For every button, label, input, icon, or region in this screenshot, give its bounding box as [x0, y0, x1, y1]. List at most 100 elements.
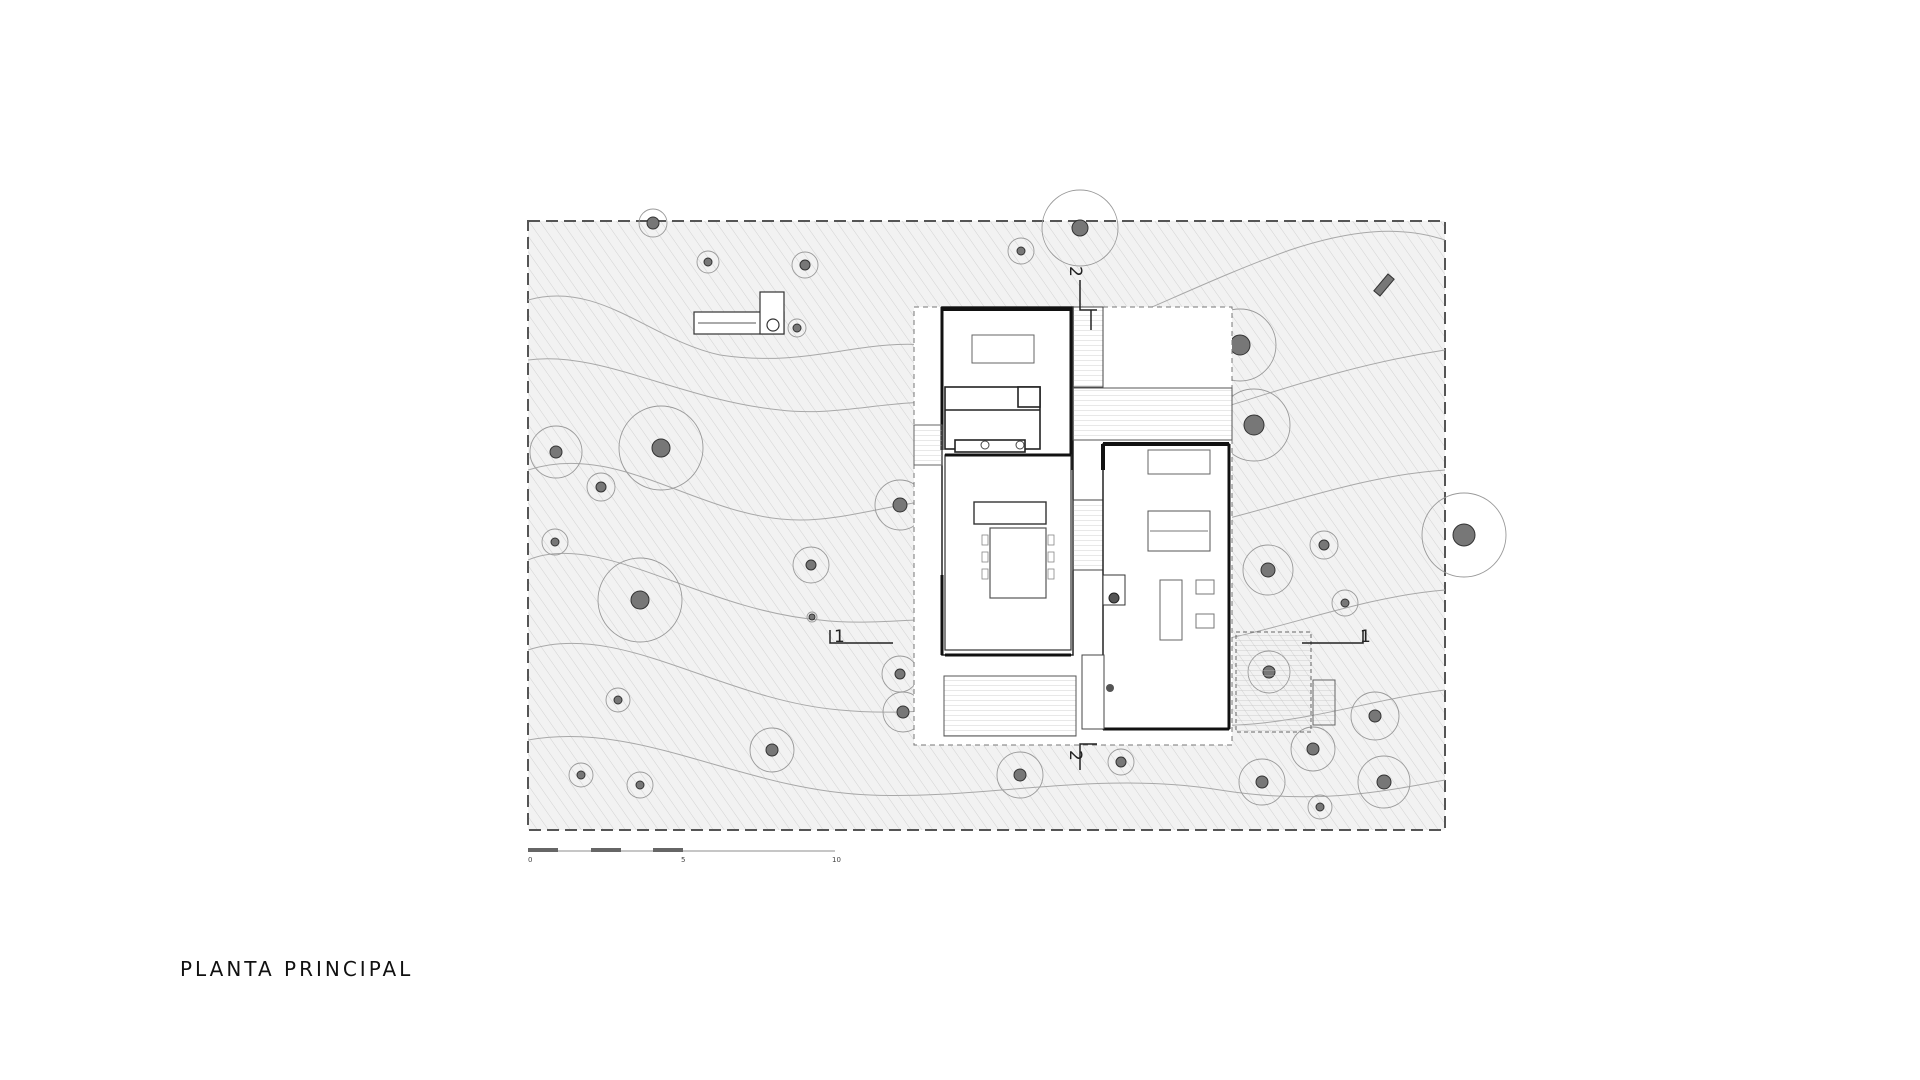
tree	[605, 687, 631, 713]
tree-canopy	[749, 727, 795, 773]
tree-trunk	[894, 668, 906, 680]
sofa	[1147, 449, 1211, 475]
tree	[996, 751, 1044, 799]
washbasin	[980, 440, 990, 450]
tree	[1041, 189, 1119, 267]
tree-trunk	[799, 259, 811, 271]
tree-canopy	[1309, 530, 1339, 560]
tree	[529, 425, 583, 479]
tree-canopy	[1238, 758, 1286, 806]
tree	[1107, 748, 1135, 776]
tree	[1242, 544, 1294, 596]
tree	[1421, 492, 1507, 578]
tree-canopy	[1242, 544, 1294, 596]
stairs-north	[1072, 306, 1104, 388]
fireplace	[1102, 574, 1126, 606]
tree-trunk	[808, 613, 816, 621]
tree-trunk	[630, 590, 650, 610]
tree-canopy	[1350, 691, 1400, 741]
tree-trunk	[1016, 246, 1026, 256]
tree	[1290, 726, 1336, 772]
tree	[626, 771, 654, 799]
tree-trunk	[765, 743, 779, 757]
tree-canopy	[791, 251, 819, 279]
tree-trunk	[1376, 774, 1392, 790]
tree-trunk	[792, 323, 802, 333]
tree-trunk	[703, 257, 713, 267]
tree-canopy	[1357, 755, 1411, 809]
tree-trunk	[613, 695, 623, 705]
tree-canopy	[1290, 726, 1336, 772]
tree	[597, 557, 683, 643]
terrace-north	[1072, 387, 1233, 441]
tree-trunk	[1071, 219, 1089, 237]
steps-west	[913, 424, 943, 466]
tree-canopy	[787, 318, 807, 338]
section-mark-2-south: 2	[1065, 750, 1085, 761]
tree	[749, 727, 795, 773]
tree-canopy	[696, 250, 720, 274]
tree	[806, 611, 818, 623]
tree-trunk	[635, 780, 645, 790]
tree	[568, 762, 594, 788]
tree-canopy	[1331, 589, 1359, 617]
tree	[1331, 589, 1359, 617]
tree-trunk	[550, 537, 560, 547]
tree-trunk	[1315, 802, 1325, 812]
tree-trunk	[595, 481, 607, 493]
tree-canopy	[529, 425, 583, 479]
tree	[1307, 794, 1333, 820]
scale-label-0: 0	[528, 856, 532, 864]
tree-trunk	[805, 559, 817, 571]
tree-canopy	[1007, 237, 1035, 265]
tree	[787, 318, 807, 338]
tree-trunk	[1243, 414, 1265, 436]
tree-canopy	[541, 528, 569, 556]
deck-south	[943, 675, 1077, 737]
section-mark-1-east: 1	[1360, 627, 1371, 647]
house	[913, 306, 1336, 746]
scale-label-10: 10	[832, 856, 841, 864]
dining-table	[989, 527, 1047, 599]
table	[1159, 579, 1183, 641]
tree	[791, 251, 819, 279]
tree	[696, 250, 720, 274]
drawing-title: PLANTA PRINCIPAL	[180, 957, 414, 981]
section-marks	[829, 280, 1364, 770]
tree-canopy	[806, 611, 818, 623]
tree-trunk	[1452, 523, 1476, 547]
stairs-center	[1072, 499, 1104, 571]
tree-canopy	[1041, 189, 1119, 267]
tree-canopy	[626, 771, 654, 799]
tree	[792, 546, 830, 584]
scale-bar: 0 5 10	[528, 848, 841, 864]
tree-canopy	[568, 762, 594, 788]
tree-canopy	[1421, 492, 1507, 578]
tree-trunk	[1013, 768, 1027, 782]
tree	[1357, 755, 1411, 809]
tree	[1007, 237, 1035, 265]
tree-trunk	[1115, 756, 1127, 768]
tree	[586, 472, 616, 502]
tree-trunk	[1340, 598, 1350, 608]
kitchen-island	[973, 501, 1047, 525]
tree-canopy	[597, 557, 683, 643]
tree-canopy	[996, 751, 1044, 799]
section-mark-2-north: 2	[1065, 266, 1085, 277]
tree-trunk	[651, 438, 671, 458]
tree	[1238, 758, 1286, 806]
tree-trunk	[1260, 562, 1276, 578]
tree-canopy	[1307, 794, 1333, 820]
scale-label-5: 5	[681, 856, 685, 864]
outbuilding	[693, 291, 785, 335]
tree	[638, 208, 668, 238]
tree-trunk	[1368, 709, 1382, 723]
tree-canopy	[638, 208, 668, 238]
tree-canopy	[792, 546, 830, 584]
tree-trunk	[1229, 334, 1251, 356]
tree	[1350, 691, 1400, 741]
tree	[618, 405, 704, 491]
tree	[1309, 530, 1339, 560]
bed	[971, 334, 1035, 364]
